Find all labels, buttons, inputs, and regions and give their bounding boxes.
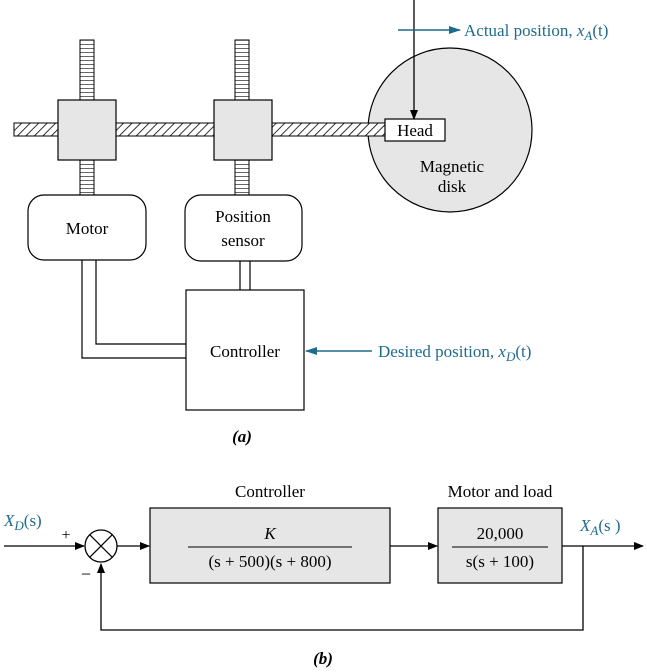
disk-label-line2: disk — [438, 177, 467, 196]
desired-position-label: Desired position, xD(t) — [378, 342, 531, 364]
controller-block — [149, 507, 391, 584]
plant-block — [437, 507, 563, 584]
plant-numerator: 20,000 — [477, 524, 524, 543]
minus-sign: − — [81, 564, 91, 584]
disk-label-line1: Magnetic — [420, 157, 485, 176]
caption-b: (b) — [313, 649, 333, 668]
motor-label: Motor — [66, 219, 109, 238]
motor-carriage — [57, 99, 117, 161]
position-sensor-box — [184, 194, 303, 262]
sensor-screw-top — [234, 39, 250, 101]
motor-wire-inner — [95, 260, 186, 345]
sensor-carriage — [213, 99, 273, 161]
controller-denominator: (s + 500)(s + 800) — [208, 552, 331, 571]
part-b-block-diagram: XD(s) + − Controller K (s + 500)(s + 800… — [3, 482, 644, 668]
motor-box — [27, 194, 147, 261]
sensor-label-line1: Position — [215, 207, 271, 226]
controller-block-title: Controller — [235, 482, 305, 501]
motor-screw-top — [79, 39, 95, 101]
sensor-screw-bottom — [234, 159, 250, 196]
feedback-path — [97, 546, 584, 631]
controller-label: Controller — [210, 342, 280, 361]
plant-block-title: Motor and load — [448, 482, 553, 501]
input-label: XD(s) — [3, 511, 42, 533]
caption-a: (a) — [232, 427, 252, 446]
motor-screw-bottom — [79, 159, 95, 196]
controller-box — [185, 289, 305, 411]
plus-sign: + — [61, 527, 70, 544]
sensor-label-line2: sensor — [221, 231, 265, 250]
actual-position-label: Actual position, xA(t) — [464, 21, 608, 43]
motor-wire-outer — [81, 260, 186, 359]
summing-cross-b — [89, 534, 113, 558]
part-a-drawing: Head Magnetic disk Actual position, xA(t… — [13, 0, 608, 446]
plant-denominator: s(s + 100) — [466, 552, 534, 571]
head-label: Head — [397, 121, 433, 140]
controller-numerator: K — [263, 524, 277, 543]
output-label: XA(s ) — [579, 516, 621, 538]
